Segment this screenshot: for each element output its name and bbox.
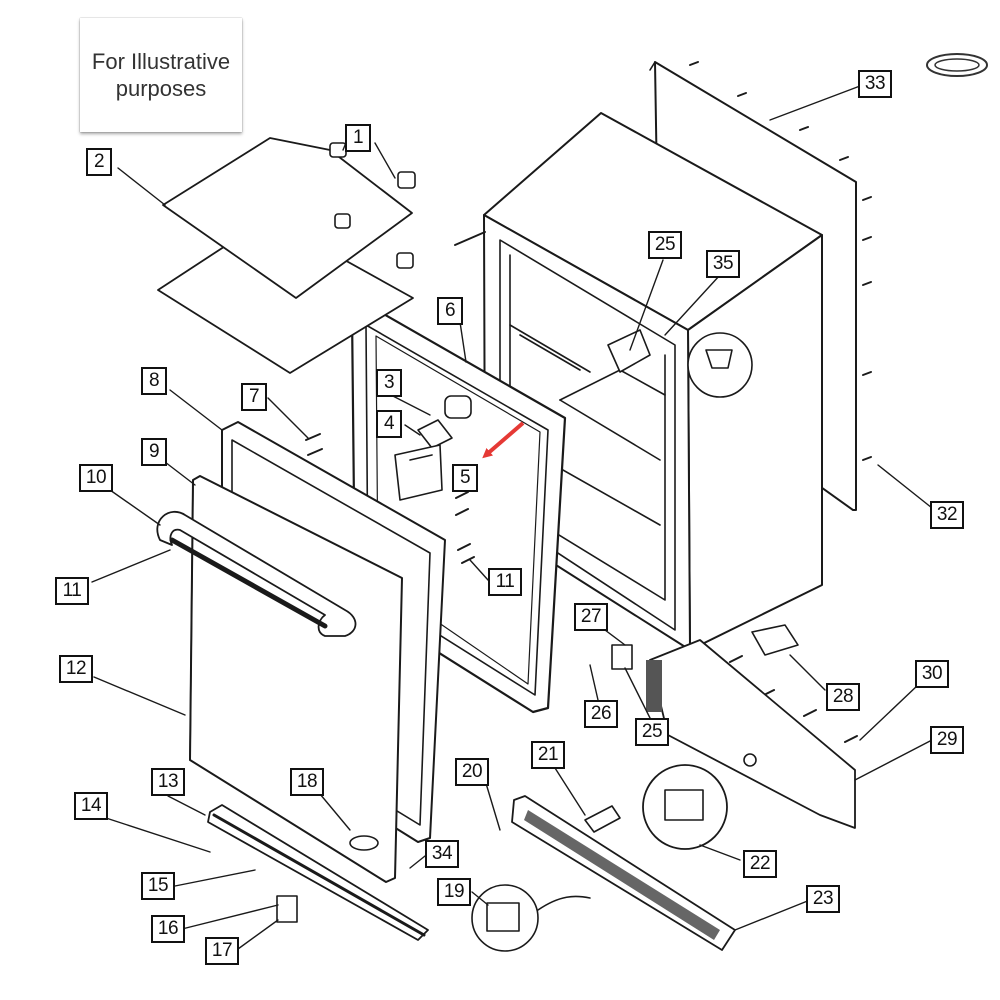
callout-28: 28 (826, 683, 860, 711)
callout-13: 13 (151, 768, 185, 796)
hinge-bar (207, 804, 429, 941)
callout-26: 26 (584, 700, 618, 728)
callout-4: 4 (376, 410, 402, 438)
callout-8: 8 (141, 367, 167, 395)
kick-plate-grille (511, 795, 736, 951)
glass-shelves (157, 137, 414, 374)
fan-motor-detail (584, 764, 728, 850)
callout-11-handle: 11 (55, 577, 89, 605)
callout-9: 9 (141, 438, 167, 466)
screws (305, 61, 872, 743)
callout-11-screws: 11 (488, 568, 522, 596)
callout-14: 14 (74, 792, 108, 820)
shelf-clips (329, 142, 416, 269)
highlight-arrow (482, 421, 525, 459)
callout-21: 21 (531, 741, 565, 769)
callout-15: 15 (141, 872, 175, 900)
callout-25-top: 25 (648, 231, 682, 259)
callout-18: 18 (290, 768, 324, 796)
illustrative-note-text: For Illustrative purposes (91, 49, 231, 101)
callout-23: 23 (806, 885, 840, 913)
callout-1: 1 (345, 124, 371, 152)
small-parts (276, 329, 651, 923)
detail-circles (471, 332, 753, 952)
callout-35: 35 (706, 250, 740, 278)
callout-30: 30 (915, 660, 949, 688)
callout-5: 5 (452, 464, 478, 492)
callout-6: 6 (437, 297, 463, 325)
door-handle (156, 510, 357, 637)
callout-29: 29 (930, 726, 964, 754)
callout-7: 7 (241, 383, 267, 411)
callout-17: 17 (205, 937, 239, 965)
thermostat-assembly (394, 395, 472, 501)
callout-34: 34 (425, 840, 459, 868)
dcs-logo-icon (926, 53, 988, 77)
callout-3: 3 (376, 369, 402, 397)
callout-16: 16 (151, 915, 185, 943)
callout-10: 10 (79, 464, 113, 492)
callout-25-bottom: 25 (635, 718, 669, 746)
callout-33: 33 (858, 70, 892, 98)
callout-20: 20 (455, 758, 489, 786)
callout-27: 27 (574, 603, 608, 631)
callout-12: 12 (59, 655, 93, 683)
callout-19: 19 (437, 878, 471, 906)
leader-lines (91, 85, 933, 950)
callout-22: 22 (743, 850, 777, 878)
callout-32: 32 (930, 501, 964, 529)
rear-cover-panel (646, 624, 856, 829)
callout-2: 2 (86, 148, 112, 176)
illustrative-note: For Illustrative purposes (80, 18, 242, 132)
